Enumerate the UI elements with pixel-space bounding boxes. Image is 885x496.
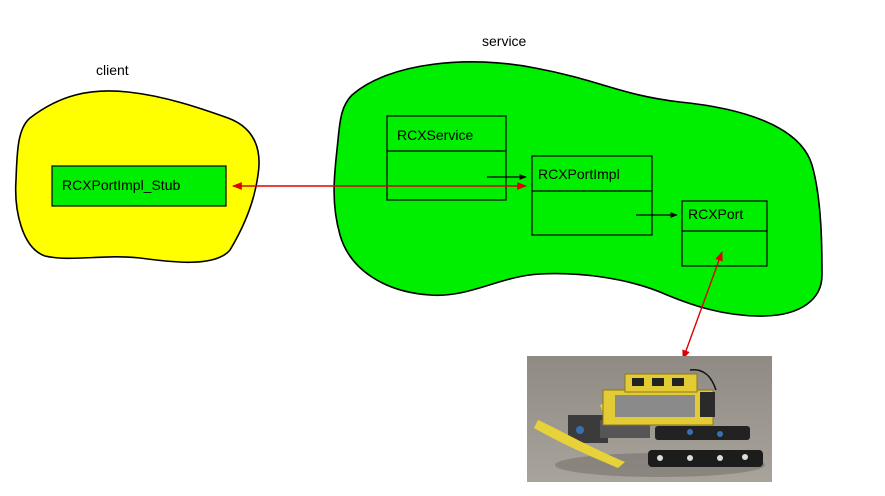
port-impl-class-name: RCXPortImpl (538, 166, 620, 182)
stub-class-name: RCXPortImpl_Stub (62, 177, 181, 193)
port-to-robot-arrow (682, 251, 723, 360)
rcx-service-class-name: RCXService (397, 127, 474, 143)
port-impl-class-box (531, 155, 653, 236)
lego-robot-photo (527, 356, 772, 482)
stub-class-box (51, 165, 227, 207)
service-label: service (482, 33, 527, 49)
client-label: client (96, 62, 129, 78)
rcx-port-class-name: RCXPort (688, 206, 744, 222)
